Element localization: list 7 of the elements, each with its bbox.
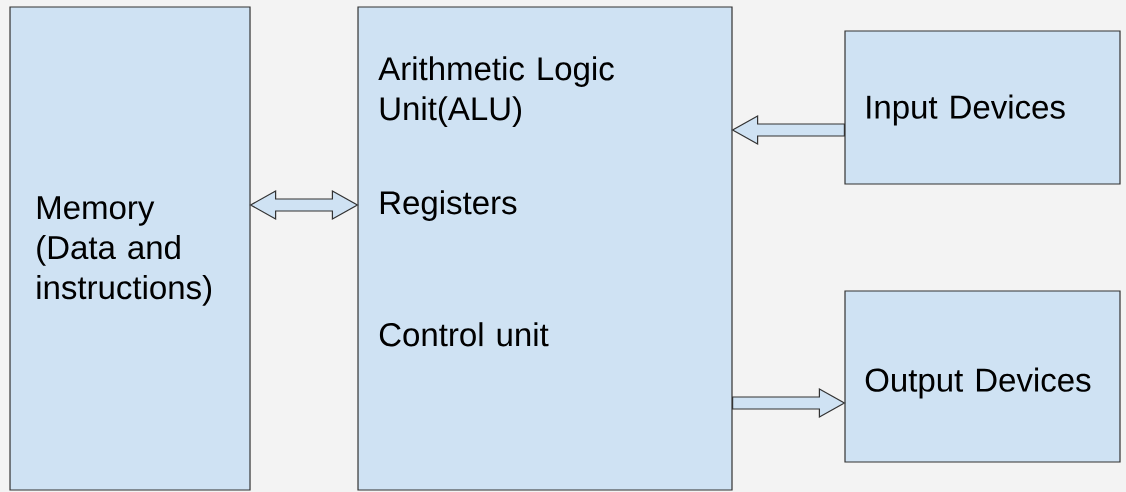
block-arrow [249, 189, 359, 221]
process-box: Input Devices [844, 30, 1121, 185]
process-box: Output Devices [844, 290, 1121, 463]
process-box: Memory (Data and instructions) [9, 6, 251, 491]
process-box: Arithmetic Logic Unit(ALU) Registers Control unit [357, 6, 733, 491]
block-arrow [732, 387, 846, 418]
block-arrow [731, 114, 845, 145]
